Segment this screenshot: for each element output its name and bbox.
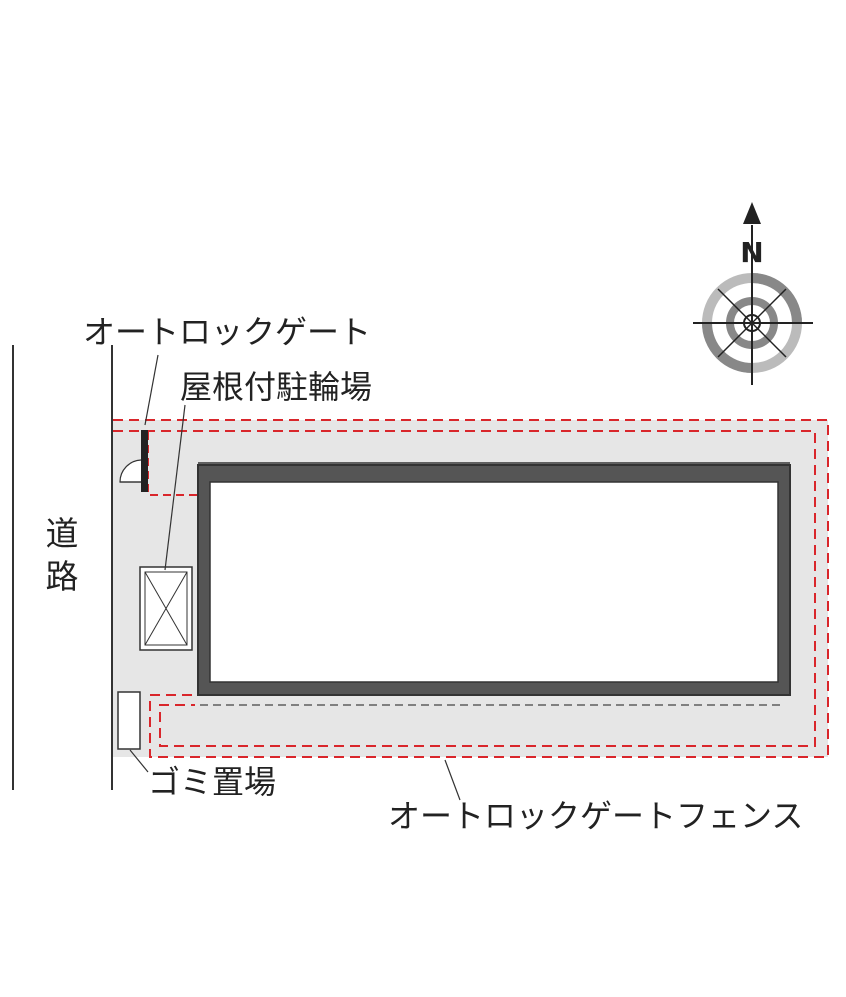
bicycle-parking-x2 [144,571,188,646]
auto-lock-gate-post [141,430,148,492]
building-inner [209,481,779,683]
leader-auto-lock-gate [144,354,159,426]
label-covered-bicycle-parking: 屋根付駐輪場 [180,368,372,406]
auto-lock-gate-door-swing [119,459,142,483]
compass-north-label: N [740,236,763,269]
fence-outer [113,419,829,758]
label-auto-lock-gate-fence: オートロックゲートフェンス [388,797,803,835]
leader-bicycle-parking [164,404,186,571]
garbage-area-box [117,691,141,750]
compass-rose-icon [693,202,813,385]
leader-garbage-area [129,749,149,773]
north-arrow-icon [743,202,761,224]
bicycle-parking-box-inner [144,571,188,646]
label-auto-lock-gate: オートロックゲート [83,313,371,351]
road-label-1: 道 [46,514,79,553]
fence-inner [113,430,816,747]
road-label-2: 路 [46,557,79,596]
label-garbage-area: ゴミ置場 [148,763,276,801]
leader-fence [444,759,461,801]
